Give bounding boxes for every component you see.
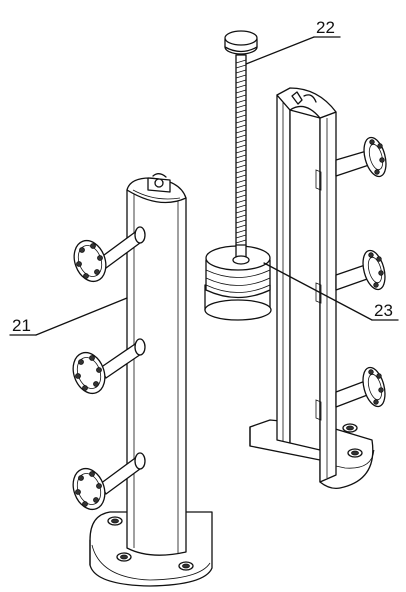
left-pipe-flange-bottom [72,452,146,511]
thread-line [235,154,247,159]
thread-line [235,219,247,224]
thread-line [235,234,247,239]
thread-line [235,129,247,134]
thread-line [235,159,247,164]
thread-line [235,209,247,214]
thread-line [235,59,247,64]
callout-21: 21 [9,297,128,336]
thread-line [235,179,247,184]
right-pipe-flange-top [335,136,387,178]
left-pipe-flange-top [73,226,146,283]
thread-line [235,239,247,244]
part-label-22: 22 [316,18,335,37]
thread-line [235,94,247,99]
thread-line [235,64,247,69]
thread-line [235,194,247,199]
thread-line [235,169,247,174]
thread-line [235,224,247,229]
thread-line [235,79,247,84]
float-body [204,244,272,321]
thread-line [235,114,247,119]
callout-22: 22 [245,18,341,65]
leader-line-23 [263,262,373,321]
thread-line [235,74,247,79]
thread-line [235,109,247,114]
right-pipe-flange-middle [335,249,386,291]
thread-line [235,184,247,189]
part-label-23: 23 [374,301,393,320]
thread-line [235,119,247,124]
screw-rod [224,30,258,263]
right-pipe-flange-bottom [335,366,386,408]
thread-line [235,229,247,234]
right-column-cutaway [249,87,387,490]
thread-line [235,104,247,109]
thread-line [235,199,247,204]
thread-line [235,204,247,209]
thread-line [235,214,247,219]
thread-line [235,174,247,179]
thread-line [235,84,247,89]
left-pipe-flange-middle [72,338,146,395]
thread-line [235,164,247,169]
leader-line-21 [35,297,128,336]
thread-line [235,69,247,74]
thread-line [235,189,247,194]
thread-line [235,144,247,149]
thread-line [235,134,247,139]
thread-line [235,99,247,104]
left-column-assembly [72,173,213,587]
thread-line [235,124,247,129]
thread-line [235,89,247,94]
leader-line-22 [245,36,315,65]
part-label-21: 21 [12,316,31,335]
callout-23: 23 [263,262,399,321]
thread-line [235,139,247,144]
thread-line [235,149,247,154]
